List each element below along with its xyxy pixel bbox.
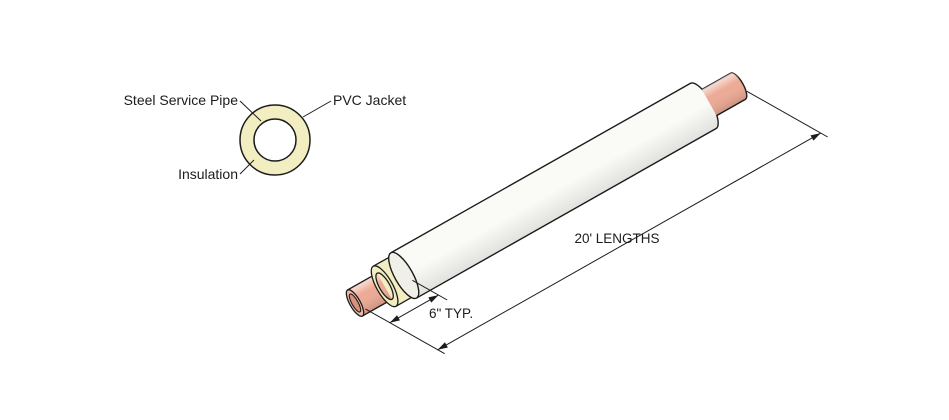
arrowhead [810, 133, 821, 141]
extension-line-far [746, 90, 828, 138]
dim-label-6-typ: 6" TYP. [429, 306, 473, 321]
arrowhead [428, 295, 439, 303]
extension-line-jacket-start [412, 279, 448, 301]
cross-section-view: Steel Service Pipe PVC Jacket Insulation [124, 92, 407, 182]
label-pvc-jacket: PVC Jacket [333, 92, 406, 108]
dimensions [365, 90, 828, 355]
leader-steel-service-pipe [239, 100, 262, 122]
arrowhead [389, 315, 400, 323]
jacket-end-face [388, 251, 420, 300]
insulation-face-ring [370, 265, 399, 308]
extension-line-near [365, 308, 445, 355]
jacket-body-shading [390, 82, 719, 299]
copper-pipe-far-shading [701, 73, 747, 116]
label-insulation: Insulation [178, 166, 238, 182]
copper-pipe-bore [348, 293, 362, 313]
label-steel-service-pipe: Steel Service Pipe [124, 92, 239, 108]
pipe-isometric [345, 72, 748, 317]
dim-label-20-lengths: 20' LENGTHS [574, 231, 659, 246]
cross-section-inner-circle [253, 118, 297, 162]
leader-insulation [239, 159, 255, 175]
arrowhead [437, 342, 448, 350]
dimension-line-20ft [437, 132, 821, 351]
leader-pvc-jacket [302, 100, 332, 118]
